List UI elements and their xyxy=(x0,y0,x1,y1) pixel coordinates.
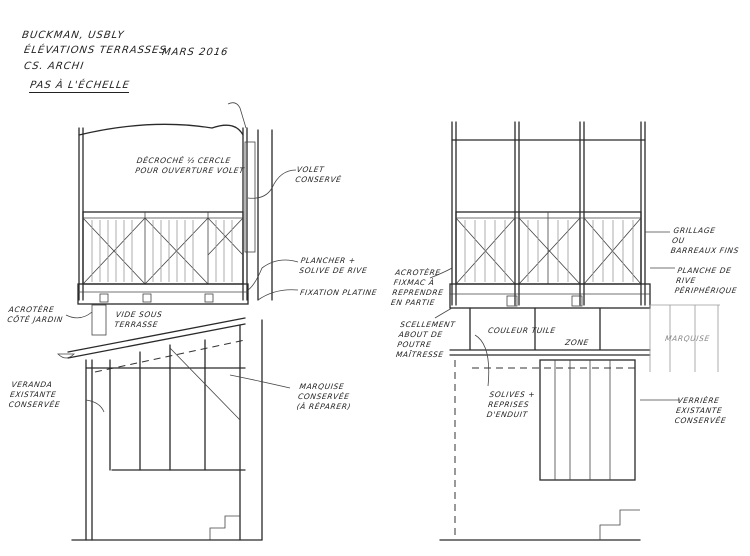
note-sealing: SCELLEMENT ABOUT DE POUTRE MAÎTRESSE xyxy=(395,320,457,359)
left-elevation xyxy=(57,102,273,541)
note-canopy-left: MARQUISE CONSERVÉE (À RÉPARER) xyxy=(296,382,352,411)
note-zone: ZONE xyxy=(564,338,590,347)
leader-lines xyxy=(65,169,680,413)
drawing-author: CS. ARCHI xyxy=(23,61,85,72)
note-mesh: GRILLAGE OU BARREAUX FINS xyxy=(670,226,740,255)
note-canopy-right: MARQUISE xyxy=(664,334,711,343)
scale-note: PAS À L'ÉCHELLE xyxy=(28,78,131,93)
note-edge-board: PLANCHE DE RIVE PÉRIPHÉRIQUE xyxy=(674,266,738,295)
note-fixing: FIXATION PLATINE xyxy=(299,288,378,297)
note-floor: PLANCHER + SOLIVE DE RIVE xyxy=(298,256,368,275)
note-glasshouse: VERRIÈRE EXISTANTE CONSERVÉE xyxy=(674,396,727,425)
scale-note-text: PAS À L'ÉCHELLE xyxy=(28,80,131,93)
right-elevation xyxy=(439,121,720,541)
note-parapet-left: ACROTÈRE CÔTÉ JARDIN xyxy=(6,305,64,324)
drawing-title: ÉLÉVATIONS TERRASSES xyxy=(23,45,168,56)
note-void: VIDE SOUS TERRASSE xyxy=(113,310,163,329)
note-shutter: VOLET CONSERVÉ xyxy=(294,165,343,184)
note-colour: COULEUR TUILE xyxy=(487,326,557,335)
note-parapet-right: ACROTÈRE FIXMAC À REPRENDRE EN PARTIE xyxy=(390,268,445,307)
note-joists: SOLIVES + REPRISES D'ENDUIT xyxy=(486,390,536,419)
project-name: BUCKMAN, USBLY xyxy=(21,30,126,41)
drawing-date: MARS 2016 xyxy=(161,47,230,58)
note-cutout: DÉCROCHÉ ½ CERCLE POUR OUVERTURE VOLET xyxy=(134,156,245,175)
note-veranda: VERANDA EXISTANTE CONSERVÉE xyxy=(8,380,61,409)
